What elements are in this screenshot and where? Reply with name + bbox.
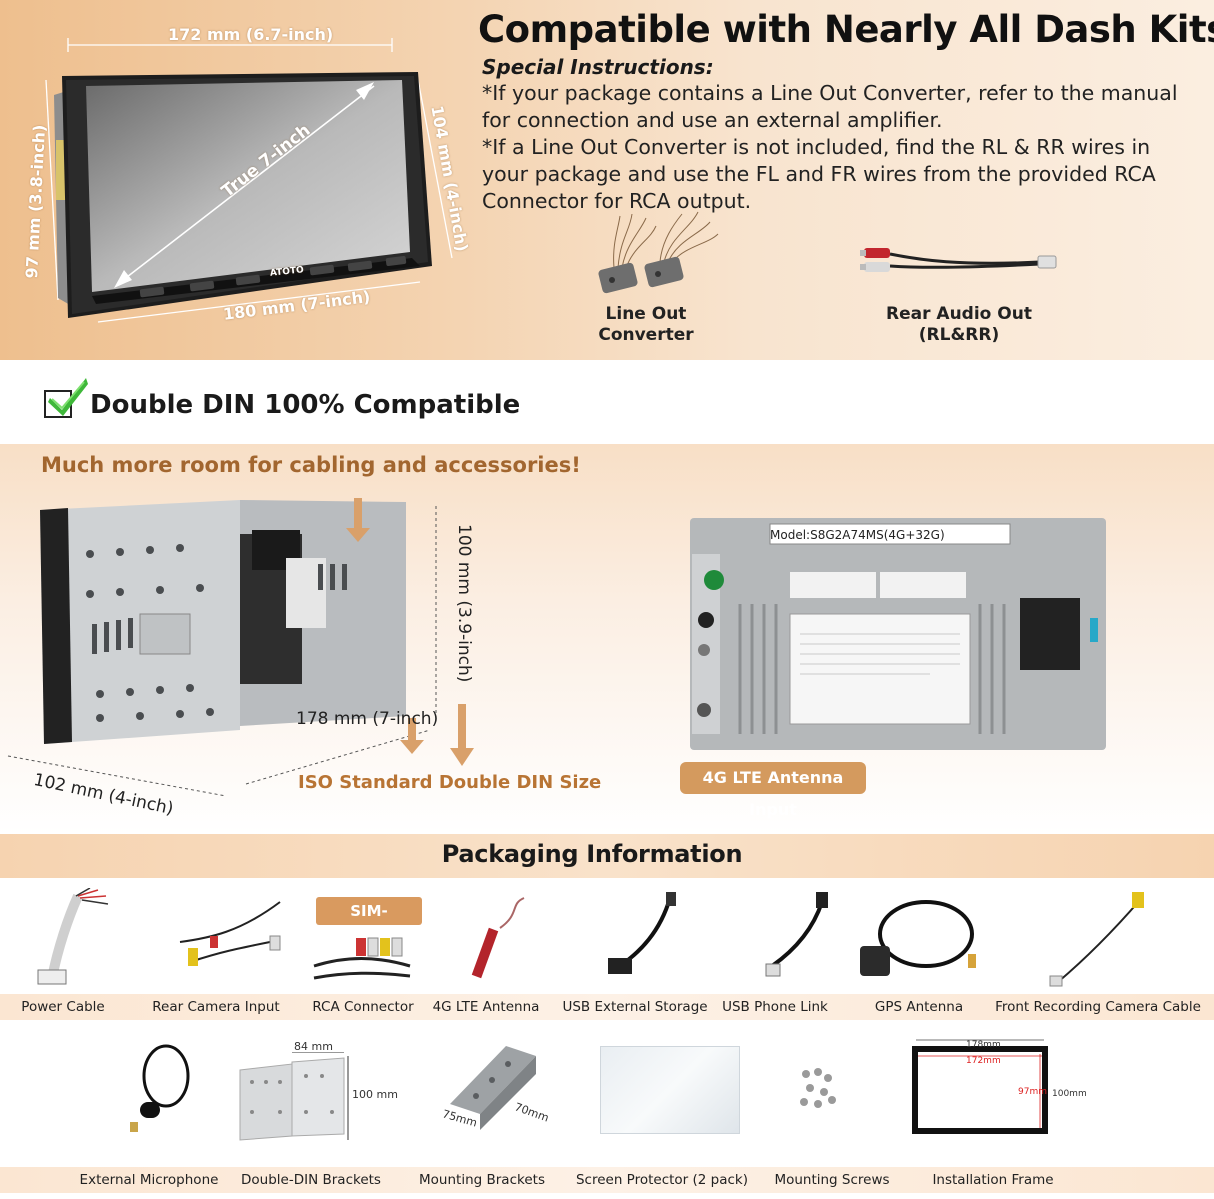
item-label: 4G LTE Antenna [432,999,540,1015]
item-label: USB Phone Link [722,999,828,1015]
usb-external-storage-image [608,892,676,974]
line-out-converter-image [598,211,719,294]
chassis-width-label: 178 mm (7-inch) [296,709,439,729]
instruction-1: *If your package contains a Line Out Con… [482,81,1178,132]
external-microphone-image [130,1044,190,1132]
frame-inner-height-label: 97mm [1018,1087,1047,1097]
front-recording-camera-cable-image [1049,892,1144,987]
chassis-cage-illustration [7,498,474,797]
frame-outer-height-label: 100mm [1052,1089,1087,1099]
bracket-height-label: 100 mm [352,1088,398,1101]
line-out-converter-label: Line Out Converter [598,304,694,345]
packaging-header: Packaging Information [0,834,1214,878]
item-label: USB External Storage [562,999,708,1015]
frame-inner-width-label: 172mm [966,1056,1001,1066]
rear-camera-input-image [179,901,281,966]
row1-label-bar [0,994,1214,1020]
bracket-width-label: 84 mm [294,1040,333,1053]
row2-label-bar [0,1167,1214,1193]
lte-antenna-image [471,897,525,979]
page-title: Compatible with Nearly All Dash Kits [478,8,1214,51]
item-label: Double-DIN Brackets [241,1172,381,1188]
item-label: Power Cable [21,999,105,1015]
chassis-section: Much more room for cabling and accessori… [0,444,1214,834]
item-label: Rear Camera Input [152,999,280,1015]
rear-audio-out-subtitle: (RL&RR) [918,325,1000,345]
iso-standard-label: ISO Standard Double DIN Size [298,772,602,793]
dim-top-label: 172 mm (6.7-inch) [168,25,334,44]
rear-audio-out-label: Rear Audio Out (RL&RR) [870,304,1048,346]
lte-antenna-input-badge: 4G LTE Antenna Input [680,762,866,819]
special-instructions-label: Special Instructions: [482,55,714,79]
usb-phone-link-image [765,892,828,977]
rear-panel-illustration [690,518,1106,750]
check-icon [48,378,88,416]
instructions-text: *If your package contains a Line Out Con… [482,80,1197,215]
sim-cardslot-badge: SIM-Cardslot [316,897,422,948]
mounting-screws-image [800,1068,836,1108]
item-label: Screen Protector (2 pack) [575,1172,749,1188]
chassis-height-label: 100 mm (3.9-inch) [454,524,474,683]
frame-outer-width-label: 178mm [966,1040,1001,1050]
power-cable-image [37,888,109,985]
model-label: Model:S8G2A74MS(4G+32G) [770,528,945,542]
compatibility-section: 172 mm (6.7-inch) 180 mm (7-inch) 97 mm … [0,0,1214,360]
rear-audio-out-image [860,248,1057,272]
item-label: Mounting Brackets [419,1172,545,1188]
instruction-2: *If a Line Out Converter is not included… [482,135,1156,213]
cabling-subtitle: Much more room for cabling and accessori… [41,453,581,477]
mounting-brackets-image [450,1046,536,1130]
item-label: RCA Connector [312,999,414,1015]
screen-protector-image [600,1046,740,1134]
double-din-brackets-image [239,1052,349,1141]
packaging-title: Packaging Information [441,840,743,868]
item-label: Mounting Screws [774,1172,890,1188]
double-din-section: Double DIN 100% Compatible [0,360,1214,444]
head-unit-illustration [45,38,453,323]
installation-frame-image [912,1039,1048,1134]
double-din-title: Double DIN 100% Compatible [90,390,521,420]
gps-antenna-image [860,900,976,976]
item-label: External Microphone [79,1172,219,1188]
rca-connector-image [313,937,411,980]
item-label: Installation Frame [932,1172,1054,1188]
item-label: GPS Antenna [874,999,964,1015]
item-label: Front Recording Camera Cable [995,999,1201,1015]
rear-audio-out-title: Rear Audio Out [886,304,1032,324]
